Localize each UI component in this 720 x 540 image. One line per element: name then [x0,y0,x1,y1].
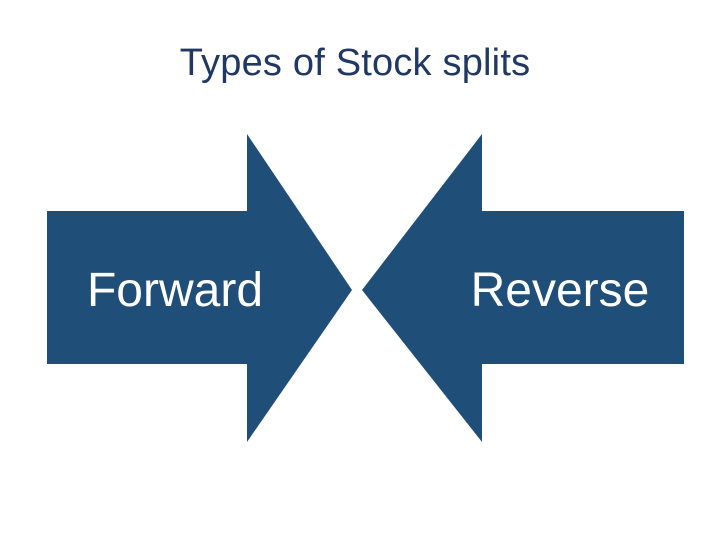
reverse-arrow-shape[interactable] [362,134,684,442]
page-title: Types of Stock splits [179,42,531,84]
forward-arrow-label: Forward [86,264,264,317]
forward-arrow-shape[interactable] [47,134,352,442]
reverse-arrow-label: Reverse [470,264,650,317]
